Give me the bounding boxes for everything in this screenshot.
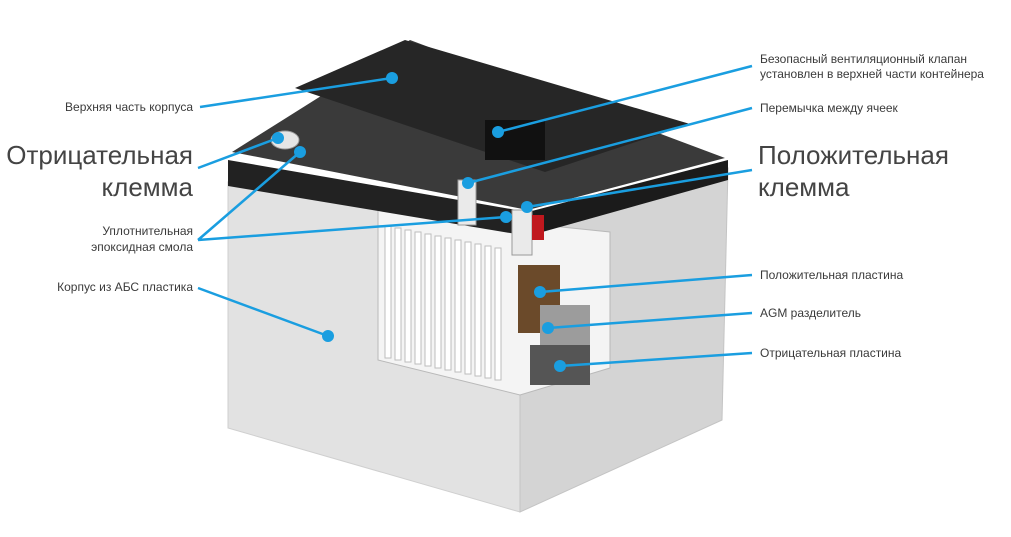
- leader-dots: [272, 72, 566, 372]
- label-epoxy-2: эпоксидная смола: [91, 240, 193, 254]
- label-positive-terminal-2: клемма: [758, 172, 850, 202]
- positive-post: [511, 209, 533, 256]
- label-cell-bridge: Перемычка между ячеек: [760, 101, 898, 115]
- lid-side: [528, 160, 728, 236]
- vent-slot: [485, 120, 545, 160]
- label-valve-1: Безопасный вентиляционный клапан: [760, 52, 968, 66]
- label-negative-terminal-2: клемма: [101, 172, 193, 202]
- positive-post-red: [532, 215, 544, 240]
- lid-front: [228, 160, 528, 236]
- label-epoxy-1: Уплотнительная: [102, 224, 193, 238]
- battery-illustration: [227, 40, 729, 513]
- label-top-cover: Верхняя часть корпуса: [65, 100, 193, 114]
- label-agm-separator: AGM разделитель: [760, 306, 861, 320]
- plates-left: [384, 225, 502, 381]
- leader-lines: [197, 64, 753, 368]
- label-positive-terminal-1: Положительная: [758, 140, 949, 170]
- label-negative-plate: Отрицательная пластина: [760, 346, 902, 360]
- label-abs-case: Корпус из АБС пластика: [57, 280, 193, 294]
- label-negative-terminal-1: Отрицательная: [6, 140, 193, 170]
- label-valve-2: установлен в верхней части контейнера: [760, 67, 984, 81]
- label-positive-plate: Положительная пластина: [760, 268, 904, 282]
